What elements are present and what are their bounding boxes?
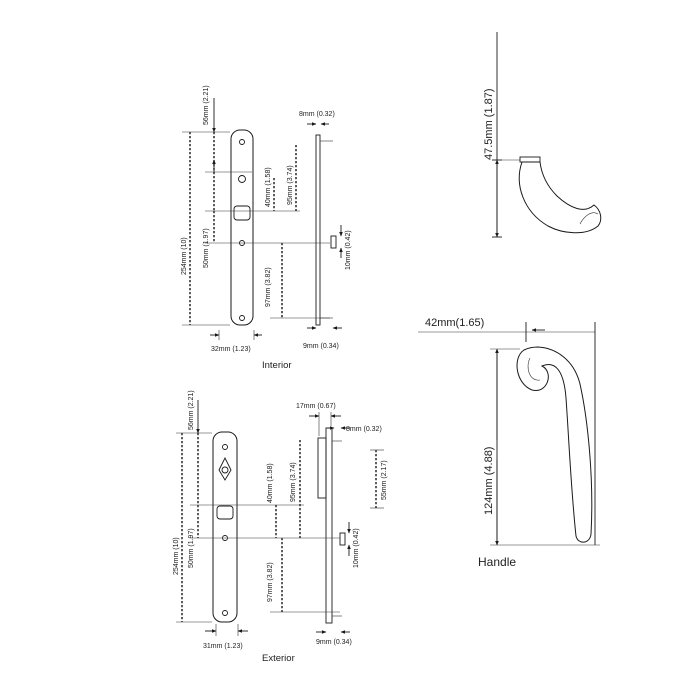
exterior-dim-spindle: 8mm (0.32) <box>346 426 382 433</box>
interior-lever-mount <box>233 205 251 221</box>
interior-dim-cc-a: 40mm (1.58) <box>265 167 272 207</box>
exterior-screw-hole-top <box>222 444 228 450</box>
exterior-screw-hole-bottom <box>222 610 228 616</box>
exterior-dim-low: 97mm (3.82) <box>267 562 274 602</box>
interior-dim-mid: 50mm (1.97) <box>203 228 210 268</box>
exterior-dim-top: 56mm (2.21) <box>188 390 195 430</box>
exterior-spindle-block <box>339 532 346 546</box>
interior-dim-cc-b: 95mm (3.74) <box>287 165 294 205</box>
interior-backplate <box>230 129 254 326</box>
interior-spindle-block <box>330 235 337 249</box>
interior-dim-spindle: 8mm (0.32) <box>299 111 335 118</box>
interior-view: 56mm (2.21) 254mm (10) 50mm (1.97) 40mm … <box>181 85 352 371</box>
exterior-dim-mid: 50mm (1.97) <box>188 528 195 568</box>
handle-caption: Handle <box>478 555 516 569</box>
interior-caption: Interior <box>262 360 292 371</box>
exterior-dim-block: 55mm (2.17) <box>381 460 388 500</box>
handle-dim-height: 47.5mm (1.87) <box>483 88 495 160</box>
handle-dim-projection: 42mm(1.65) <box>425 317 484 329</box>
handle-side-rose <box>519 156 541 163</box>
exterior-backplate <box>212 431 238 623</box>
interior-dim-screw: 10mm (0.42) <box>345 230 352 270</box>
exterior-cylinder-block <box>317 437 327 499</box>
interior-dim-bottom: 9mm (0.34) <box>303 343 339 350</box>
exterior-view: 56mm (2.21) 254mm (10) 50mm (1.97) 40mm … <box>173 390 388 664</box>
interior-dim-width: 32mm (1.23) <box>211 346 251 353</box>
exterior-keyhole <box>221 466 229 474</box>
interior-screw-hole-bottom <box>239 315 245 321</box>
handle-dim-length: 124mm (4.88) <box>483 447 495 515</box>
exterior-caption: Exterior <box>262 653 295 664</box>
exterior-dim-screw: 10mm (0.42) <box>353 528 360 568</box>
handle-side-view: 47.5mm (1.87) <box>483 32 602 238</box>
interior-dim-top: 56mm (2.21) <box>203 85 210 125</box>
handle-front-view: 42mm(1.65) 124mm (4.88) Handle <box>418 317 600 569</box>
exterior-dim-width: 31mm (1.23) <box>203 643 243 650</box>
exterior-side-plate <box>325 427 333 624</box>
interior-screw-hole-top <box>239 139 245 145</box>
interior-side-plate <box>315 134 321 326</box>
exterior-dim-offset: 17mm (0.67) <box>296 403 336 410</box>
exterior-dim-total: 254mm (10) <box>173 537 180 575</box>
exterior-dim-cc-b: 95mm (3.74) <box>290 462 297 502</box>
handle-front-profile <box>516 346 593 543</box>
interior-dim-low: 97mm (3.82) <box>265 267 272 307</box>
interior-cylinder-hole <box>238 175 246 183</box>
exterior-lever-mount <box>216 505 234 520</box>
handle-side-profile <box>518 161 602 234</box>
exterior-dim-cc-a: 40mm (1.58) <box>267 463 274 503</box>
exterior-dim-bottom: 9mm (0.34) <box>316 639 352 646</box>
interior-dim-total: 254mm (10) <box>181 237 188 275</box>
